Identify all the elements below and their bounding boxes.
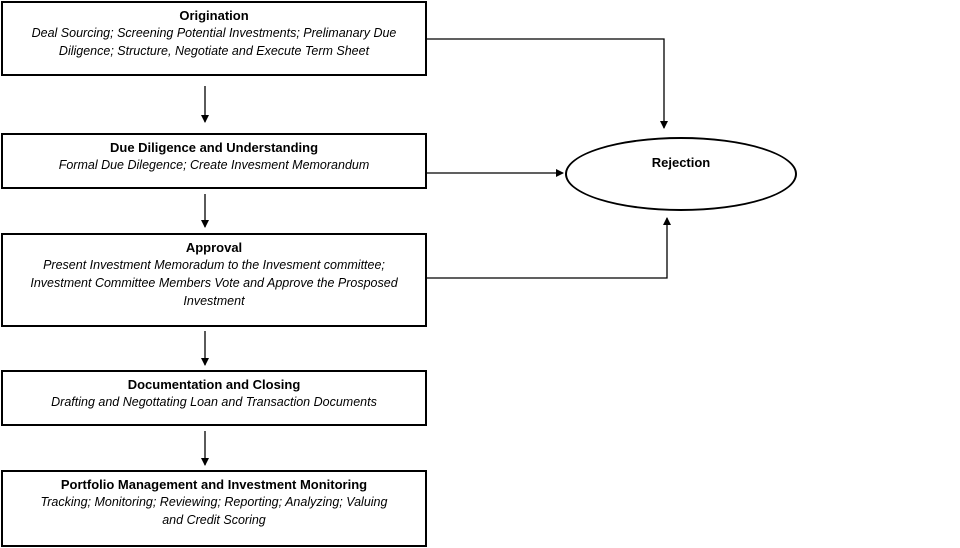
documentation-box: Documentation and Closing Drafting and N… [1, 370, 427, 426]
portfolio-desc-line1: Tracking; Monitoring; Reviewing; Reporti… [40, 495, 388, 509]
portfolio-desc-line2: and Credit Scoring [162, 513, 266, 527]
arrow-origination-to-rejection [427, 38, 668, 129]
documentation-title: Documentation and Closing [127, 377, 301, 392]
approval-box: Approval Present Investment Memoradum to… [1, 233, 427, 327]
arrow-approval-to-rejection [427, 217, 671, 279]
approval-desc-line2: Investment Committee Members Vote and Ap… [30, 276, 398, 290]
rejection-ellipse: Rejection [565, 137, 797, 211]
portfolio-box: Portfolio Management and Investment Moni… [1, 470, 427, 547]
due-diligence-box: Due Diligence and Understanding Formal D… [1, 133, 427, 189]
due-diligence-title: Due Diligence and Understanding [109, 140, 319, 155]
rejection-label: Rejection [651, 155, 711, 170]
documentation-desc-line1: Drafting and Negottating Loan and Transa… [51, 395, 377, 409]
origination-title: Origination [179, 8, 249, 23]
origination-box: Origination Deal Sourcing; Screening Pot… [1, 1, 427, 76]
portfolio-title: Portfolio Management and Investment Moni… [60, 477, 368, 492]
origination-desc-line2: Diligence; Structure, Negotiate and Exec… [58, 44, 370, 58]
approval-title: Approval [185, 240, 243, 255]
origination-desc-line1: Deal Sourcing; Screening Potential Inves… [31, 26, 397, 40]
approval-desc-line1: Present Investment Memoradum to the Inve… [43, 258, 385, 272]
approval-desc-line3: Investment [183, 294, 245, 308]
due-diligence-desc-line1: Formal Due Dilegence; Create Invesment M… [58, 158, 370, 172]
